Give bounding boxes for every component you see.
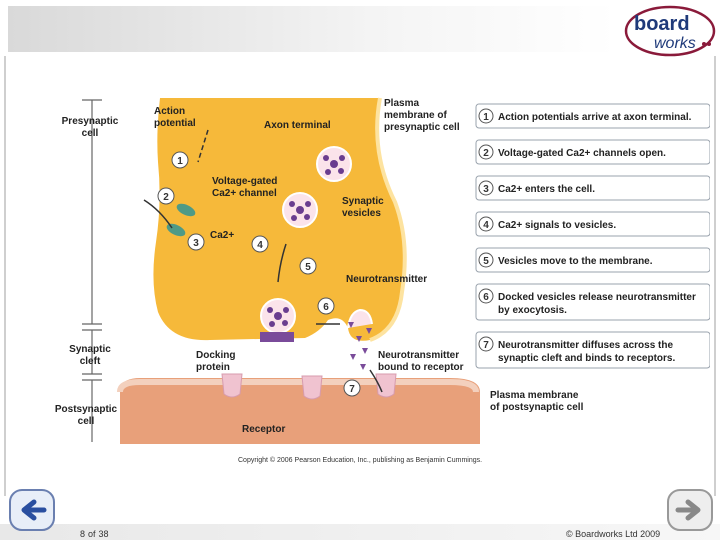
svg-text:Neurotransmitter diffuses acro: Neurotransmitter diffuses across the — [498, 340, 673, 351]
svg-text:5: 5 — [305, 262, 311, 273]
label-ca2: Ca2+ — [210, 230, 234, 241]
step-marker-6: 6 — [317, 297, 335, 315]
label-plasma-post-1: Plasma membrane — [490, 390, 579, 401]
label-voltage-1: Voltage-gated — [212, 176, 277, 187]
label-neurotransmitter: Neurotransmitter — [346, 274, 427, 285]
step-marker-7: 7 — [343, 379, 361, 397]
boardworks-logo: board works — [624, 4, 716, 58]
label-cleft-1: Synaptic — [69, 344, 111, 355]
svg-text:Ca2+ enters the cell.: Ca2+ enters the cell. — [498, 184, 595, 195]
label-bound-2: bound to receptor — [378, 362, 464, 373]
label-axon-terminal: Axon terminal — [264, 120, 331, 131]
svg-text:2: 2 — [483, 148, 489, 159]
page-of: of — [88, 529, 96, 539]
logo-word-board: board — [634, 13, 690, 35]
exocytosis-pocket — [347, 308, 373, 329]
right-arrow-icon — [667, 489, 713, 531]
svg-text:1: 1 — [483, 112, 489, 123]
svg-text:6: 6 — [323, 302, 329, 313]
process-arrows — [143, 129, 383, 393]
svg-text:4: 4 — [257, 240, 263, 251]
label-vesicles-2: vesicles — [342, 208, 381, 219]
step-box-6: 6 Docked vesicles release neurotransmitt… — [475, 283, 711, 321]
synaptic-vesicle — [282, 192, 318, 228]
label-docking-1: Docking — [196, 350, 235, 361]
copyright-line: Copyright © 2006 Pearson Education, Inc.… — [238, 456, 482, 464]
cell-scale-bar — [82, 99, 102, 442]
next-slide-button[interactable] — [666, 488, 714, 532]
svg-text:5: 5 — [483, 256, 489, 267]
step-marker-1: 1 — [171, 151, 189, 169]
logo-word-works: works — [654, 35, 696, 52]
page-current: 8 — [80, 529, 86, 539]
frame-left — [4, 56, 6, 496]
label-presynaptic-2: cell — [82, 128, 99, 139]
synaptic-vesicle — [316, 146, 352, 182]
label-cleft-2: cleft — [80, 356, 101, 367]
svg-text:3: 3 — [193, 238, 199, 249]
svg-text:4: 4 — [483, 220, 489, 231]
step-marker-5: 5 — [299, 257, 317, 275]
label-plasma-pre-3: presynaptic cell — [384, 122, 460, 133]
svg-text:1: 1 — [177, 156, 183, 167]
label-docking-2: protein — [196, 362, 230, 373]
step-box-2: 2 Voltage-gated Ca2+ channels open. — [475, 139, 711, 165]
step-marker-3: 3 — [187, 233, 205, 251]
label-postsynaptic-1: Postsynaptic — [55, 404, 118, 415]
synapse-diagram: Presynaptic cell Synaptic cleft Postsyna… — [50, 92, 711, 472]
label-action-1: Action — [154, 106, 185, 117]
svg-text:Ca2+ signals to vesicles.: Ca2+ signals to vesicles. — [498, 220, 616, 231]
svg-text:Action potentials arrive at ax: Action potentials arrive at axon termina… — [498, 112, 692, 123]
svg-text:synaptic cleft and binds to re: synaptic cleft and binds to receptors. — [498, 353, 675, 364]
svg-text:3: 3 — [483, 184, 489, 195]
svg-text:2: 2 — [163, 192, 169, 203]
footer-bar — [0, 524, 720, 540]
label-plasma-post-2: of postsynaptic cell — [490, 402, 584, 413]
docked-vesicle — [260, 298, 296, 334]
label-vesicles-1: Synaptic — [342, 196, 384, 207]
left-arrow-icon — [9, 489, 55, 531]
header-bar — [8, 6, 616, 52]
page-total: 38 — [98, 529, 109, 539]
previous-slide-button[interactable] — [8, 488, 56, 532]
svg-text:7: 7 — [349, 384, 355, 395]
step-box-7: 7 Neurotransmitter diffuses across the s… — [475, 331, 711, 369]
label-voltage-2: Ca2+ channel — [212, 188, 277, 199]
svg-text:6: 6 — [483, 292, 489, 303]
label-action-2: potential — [154, 118, 196, 129]
neurotransmitter-molecules — [348, 322, 372, 370]
label-plasma-pre-1: Plasma — [384, 98, 419, 109]
step-marker-4: 4 — [251, 235, 269, 253]
svg-text:by exocytosis.: by exocytosis. — [498, 305, 567, 316]
postsynaptic-cell — [120, 378, 480, 444]
step-box-5: 5 Vesicles move to the membrane. — [475, 247, 711, 273]
svg-text:Vesicles move to the membrane.: Vesicles move to the membrane. — [498, 256, 653, 267]
step-box-3: 3 Ca2+ enters the cell. — [475, 175, 711, 201]
label-postsynaptic-2: cell — [78, 416, 95, 427]
svg-text:Docked vesicles release neurot: Docked vesicles release neurotransmitter — [498, 292, 696, 303]
label-plasma-pre-2: membrane of — [384, 110, 447, 121]
label-receptor: Receptor — [242, 424, 285, 435]
frame-right — [714, 56, 716, 496]
boardworks-credit: © Boardworks Ltd 2009 — [566, 529, 661, 539]
step-box-4: 4 Ca2+ signals to vesicles. — [475, 211, 711, 237]
label-presynaptic-1: Presynaptic — [62, 116, 119, 127]
step-box-1: 1 Action potentials arrive at axon termi… — [475, 103, 711, 129]
docking-protein-shape — [260, 332, 294, 342]
svg-text:Voltage-gated Ca2+ channels op: Voltage-gated Ca2+ channels open. — [498, 148, 666, 159]
step-marker-2: 2 — [157, 187, 175, 205]
svg-text:7: 7 — [483, 340, 489, 351]
label-bound-1: Neurotransmitter — [378, 350, 459, 361]
